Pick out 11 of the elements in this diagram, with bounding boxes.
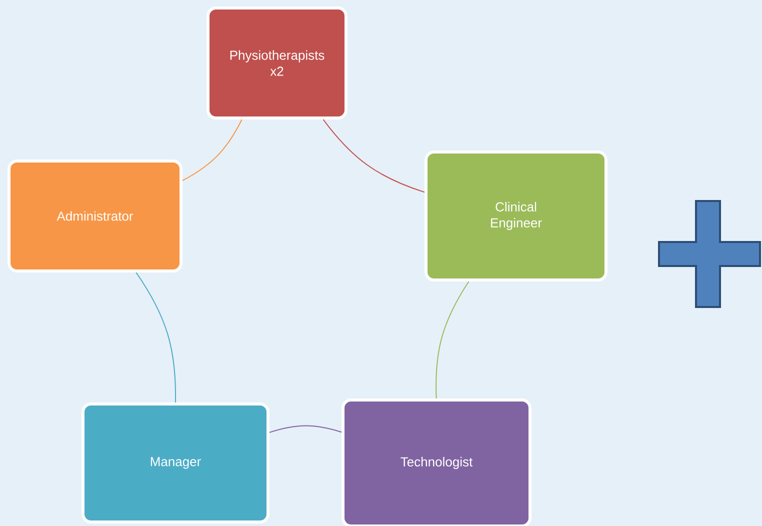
connector-arc bbox=[436, 281, 470, 399]
connector-arc bbox=[182, 119, 242, 182]
role-box: Technologist bbox=[342, 398, 532, 526]
connector-arc bbox=[136, 272, 176, 403]
connector-arc bbox=[322, 119, 425, 193]
role-box: Clinical Engineer bbox=[424, 150, 608, 282]
connector-arc bbox=[269, 425, 342, 433]
role-box: Manager bbox=[82, 402, 270, 524]
plus-sign bbox=[658, 200, 761, 308]
role-box: Physiotherapists x2 bbox=[206, 6, 348, 120]
role-box: Administrator bbox=[8, 160, 182, 272]
